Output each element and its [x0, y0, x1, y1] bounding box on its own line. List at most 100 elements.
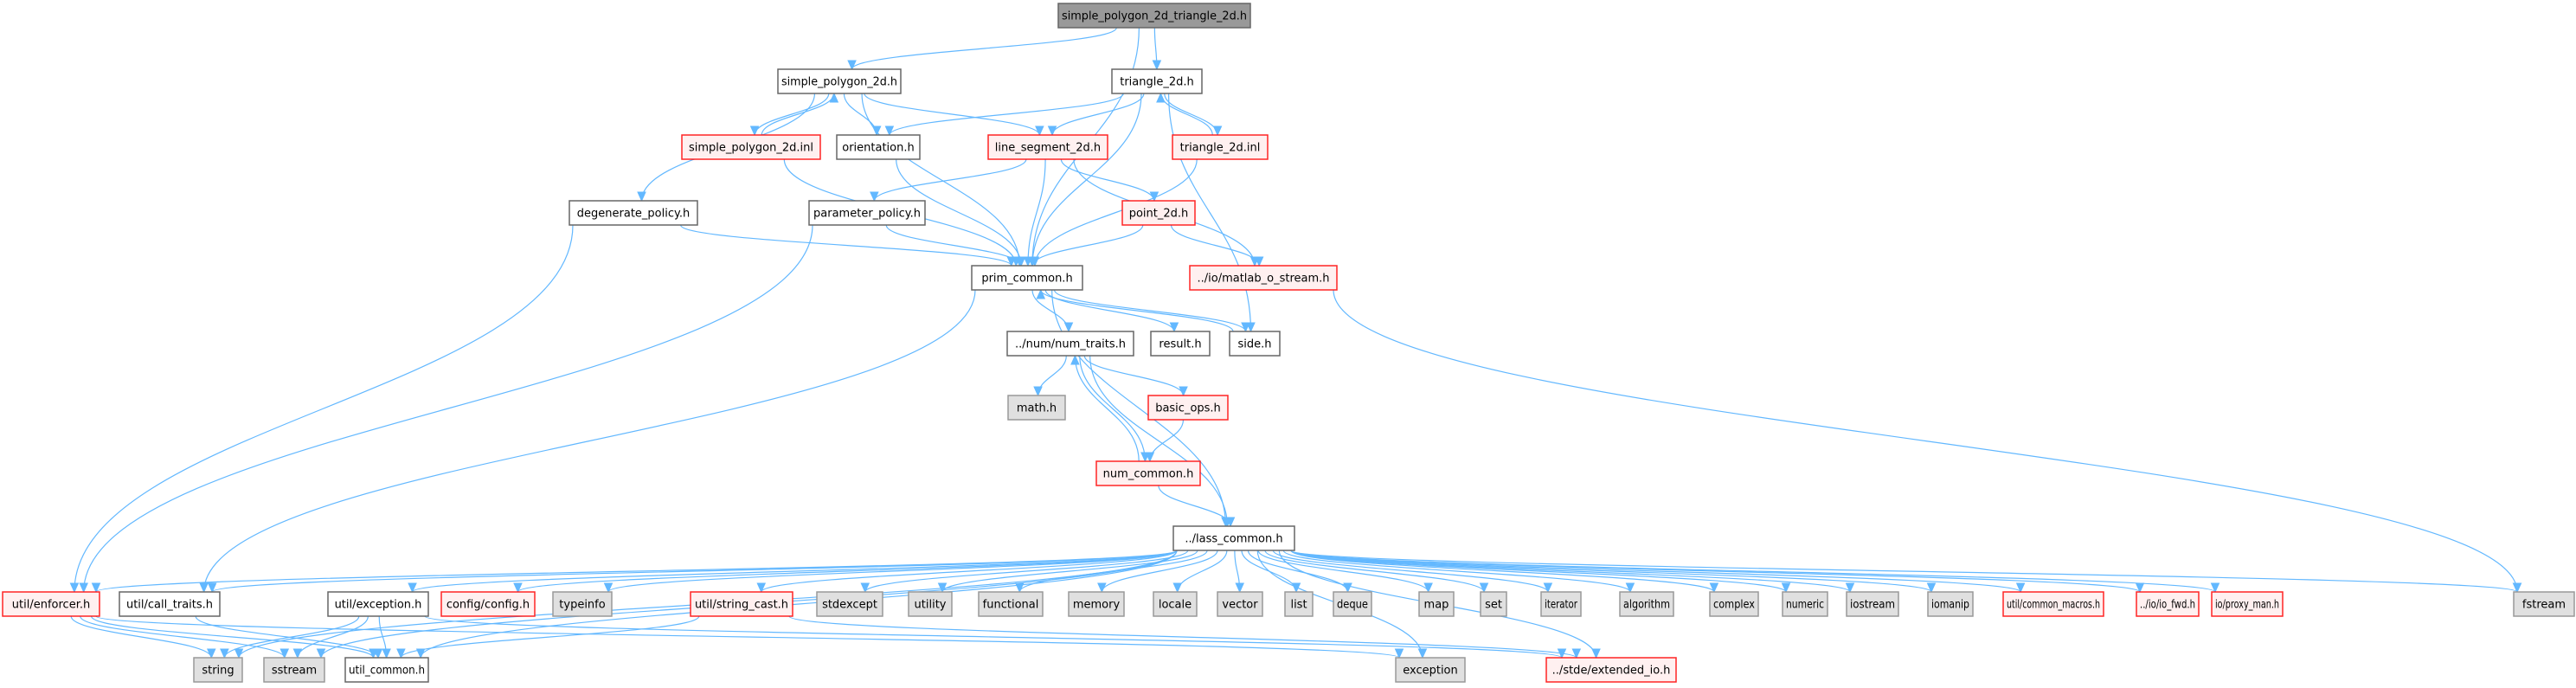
edge-line [885, 224, 1022, 267]
edge-lass-to-utilcommon [415, 550, 1178, 659]
node-box [1057, 3, 1251, 29]
edge-point2d-to-matlab [1170, 224, 1264, 267]
arrowhead-icon [2512, 582, 2522, 594]
node-box [552, 591, 613, 617]
edge-tri2dinl-to-tri2d [1156, 92, 1213, 136]
node-box [569, 200, 698, 226]
edge-line [211, 550, 1178, 593]
node-basicops[interactable]: basic_ops.h [1147, 395, 1229, 421]
edge-line [411, 550, 1178, 593]
edges-layer [69, 27, 2522, 659]
edge-line [607, 550, 1178, 593]
node-label: util/call_traits.h [126, 599, 213, 612]
node-proxyman[interactable]: io/proxy_man.h [2211, 591, 2284, 617]
edge-side-to-primc [1036, 288, 1234, 332]
edge-line [1053, 289, 1247, 332]
node-exceptionh[interactable]: util/exception.h [327, 591, 429, 617]
node-tri2d[interactable]: triangle_2d.h [1111, 68, 1203, 94]
arrowhead-icon [603, 582, 613, 594]
edge-primc-to-result [1044, 289, 1179, 333]
node-memory: memory [1068, 591, 1125, 617]
edge-line [873, 158, 1027, 202]
arrowhead-icon [1926, 582, 1937, 594]
node-label: deque [1337, 599, 1368, 612]
edge-line [1037, 355, 1067, 396]
arrowhead-icon [207, 648, 216, 659]
edge-lass-to-fstream [1290, 550, 2522, 594]
node-sp2d[interactable]: simple_polygon_2d.h [777, 68, 902, 94]
node-commonmacros[interactable]: util/common_macros.h [2002, 591, 2104, 617]
edge-lass-to-exceptionh [408, 550, 1178, 594]
edge-sp2d-to-sp2dinl [749, 93, 830, 137]
node-numeric: numeric [1782, 591, 1828, 617]
node-iofwd[interactable]: ../io/io_fwd.h [2136, 591, 2200, 617]
node-box [119, 591, 221, 617]
edge-line [896, 158, 1022, 267]
node-matlab[interactable]: ../io/matlab_o_stream.h [1189, 265, 1338, 291]
node-label: memory [1073, 599, 1121, 612]
node-stdexcept: stdexcept [816, 591, 883, 617]
arrowhead-icon [199, 582, 209, 594]
node-result[interactable]: result.h [1150, 331, 1211, 357]
node-box [2002, 591, 2104, 617]
node-label: vector [1222, 599, 1258, 612]
arrowhead-icon [1291, 582, 1301, 594]
arrowhead-icon [1097, 582, 1107, 594]
arrowhead-icon [1591, 648, 1601, 659]
edge-line [1333, 289, 2518, 593]
edge-sp2d-to-primc [861, 93, 1025, 267]
node-box [1006, 331, 1134, 357]
node-label: ../io/matlab_o_stream.h [1197, 273, 1329, 286]
node-strcast[interactable]: util/string_cast.h [690, 591, 793, 617]
edge-lass-to-locale [1172, 550, 1228, 594]
node-exception: exception [1395, 657, 1466, 683]
node-enforcer[interactable]: util/enforcer.h [2, 591, 100, 617]
node-label: orientation.h [842, 142, 914, 155]
edge-line [851, 27, 1117, 70]
node-sp2dinl[interactable]: simple_polygon_2d.inl [681, 134, 821, 160]
node-extio[interactable]: ../stde/extended_io.h [1545, 657, 1677, 683]
node-degpol[interactable]: degenerate_policy.h [569, 200, 698, 226]
node-point2d[interactable]: point_2d.h [1121, 200, 1196, 226]
edge-line [195, 615, 379, 659]
edge-line [400, 615, 700, 659]
arrowhead-icon [91, 582, 101, 594]
arrowhead-icon [79, 582, 88, 594]
node-numcommon[interactable]: num_common.h [1095, 460, 1201, 486]
node-side[interactable]: side.h [1229, 331, 1281, 357]
node-utilcommon[interactable]: util_common.h [344, 657, 429, 683]
node-root[interactable]: simple_polygon_2d_triangle_2d.h [1057, 3, 1251, 29]
edge-line [1247, 550, 1349, 593]
arrowhead-icon [1212, 125, 1223, 137]
node-lineseg[interactable]: line_segment_2d.h [987, 134, 1108, 160]
node-box [1153, 591, 1198, 617]
arrowhead-icon [1172, 582, 1182, 594]
node-label: fstream [2522, 599, 2566, 612]
node-label: ../num/num_traits.h [1015, 338, 1126, 351]
node-box [808, 200, 926, 226]
node-calltraits[interactable]: util/call_traits.h [119, 591, 221, 617]
edge-line [1167, 93, 1252, 332]
node-map: map [1418, 591, 1455, 617]
node-label: prim_common.h [981, 273, 1072, 286]
node-orient[interactable]: orientation.h [836, 134, 921, 160]
node-box [1147, 395, 1229, 421]
edge-enforcer-to-string [70, 615, 216, 659]
node-primc[interactable]: prim_common.h [971, 265, 1083, 291]
node-parpol[interactable]: parameter_policy.h [808, 200, 926, 226]
node-tri2dinl[interactable]: triangle_2d.inl [1172, 134, 1269, 160]
arrowhead-icon [513, 582, 523, 594]
edge-line [761, 93, 835, 136]
edge-line [420, 550, 1178, 659]
arrowhead-icon [1027, 256, 1037, 267]
node-config[interactable]: config/config.h [440, 591, 536, 617]
edge-line [1272, 550, 1549, 593]
node-box [1189, 265, 1338, 291]
node-lass[interactable]: ../lass_common.h [1172, 525, 1295, 551]
arrowhead-icon [382, 648, 391, 659]
node-numtraits[interactable]: ../num/num_traits.h [1006, 331, 1134, 357]
edge-lass-to-vector [1234, 550, 1244, 594]
edge-calltraits-to-utilcommon [195, 615, 383, 659]
node-box [816, 591, 883, 617]
edge-line [788, 615, 1577, 659]
